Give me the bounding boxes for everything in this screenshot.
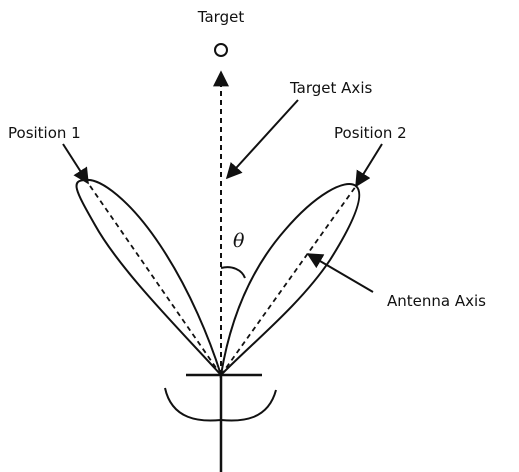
lobe-position-1: [75, 178, 222, 376]
target-label: Target: [197, 8, 245, 26]
target-axis-callout-arrow: [225, 99, 299, 180]
target-axis-label: Target Axis: [289, 79, 372, 97]
position-2-label: Position 2: [334, 124, 407, 142]
position-1-label: Position 1: [8, 124, 81, 142]
position-2-callout-arrow: [355, 143, 383, 188]
target-marker: [214, 43, 228, 57]
theta-arc: [220, 266, 246, 279]
antenna-axis-position-1: [87, 182, 222, 376]
position-1-callout-arrow: [62, 143, 89, 185]
theta-label: θ: [233, 230, 245, 252]
antenna-axis-label: Antenna Axis: [387, 292, 486, 310]
antenna-axis-callout-arrow: [306, 253, 374, 293]
antenna-axis-position-2: [220, 185, 357, 376]
